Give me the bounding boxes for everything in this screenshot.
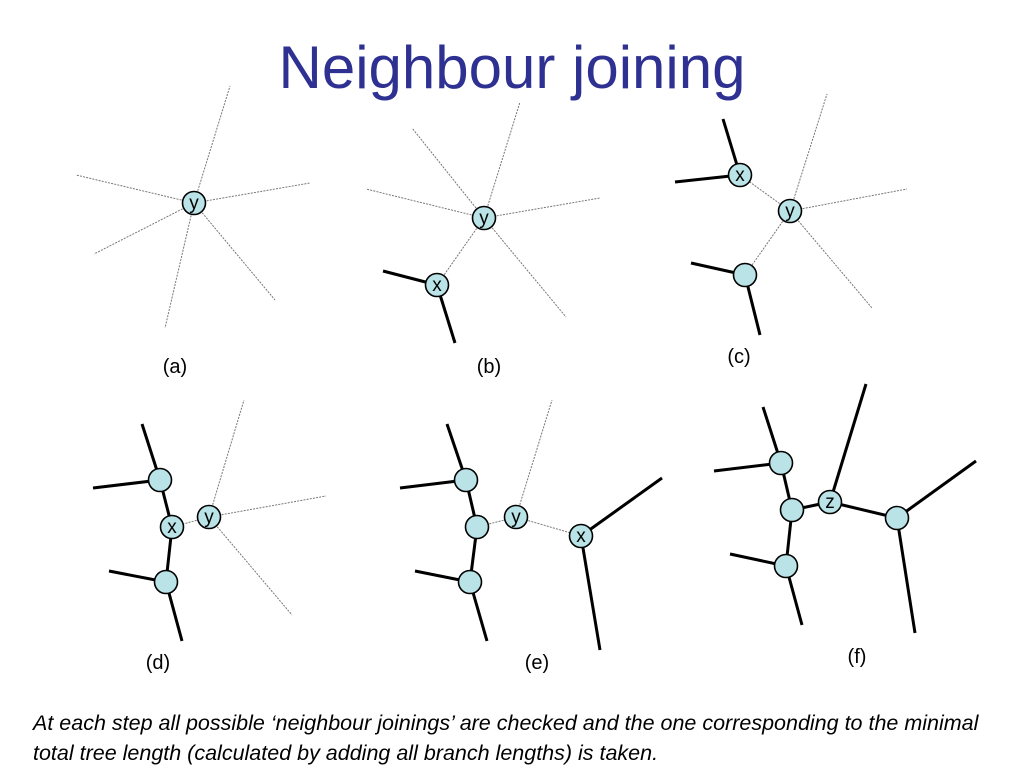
tree-node [153, 569, 179, 595]
node-label: z [825, 492, 835, 513]
unresolved-branch [436, 217, 485, 286]
panel-d: x y (d) [92, 399, 327, 674]
tree-node [424, 272, 450, 298]
panel-c: x y (c) [674, 93, 908, 368]
tree-node [773, 553, 799, 579]
unresolved-branch [365, 188, 485, 219]
tree-node [779, 497, 805, 523]
panel-label: (e) [525, 652, 549, 674]
tree-node [457, 569, 483, 595]
unresolved-branch [164, 202, 195, 329]
slide-caption: At each step all possible ‘neighbour joi… [33, 711, 979, 765]
panel-f: z (f) [713, 383, 977, 668]
node-label: y [204, 507, 214, 528]
node-label: x [576, 526, 586, 547]
slide-title: Neighbour joining [278, 34, 746, 101]
panel-label: (a) [163, 356, 187, 378]
joined-branch [580, 476, 663, 538]
unresolved-branch [483, 217, 567, 318]
panel-label: (f) [848, 646, 867, 668]
joined-branch [896, 459, 977, 520]
unresolved-branch [208, 495, 327, 518]
tree-node [464, 514, 490, 540]
panel-e: y x (e) [399, 399, 663, 674]
panel-label: (b) [477, 356, 501, 378]
tree-node [732, 262, 758, 288]
joined-branch [828, 383, 868, 503]
tree-node [196, 504, 222, 530]
tree-node [471, 205, 497, 231]
panel-b: y x (b) [365, 101, 601, 378]
unresolved-branch [515, 399, 553, 518]
tree-node [181, 190, 207, 216]
joined-branch [895, 517, 917, 634]
tree-node [884, 505, 910, 531]
node-label: y [511, 507, 521, 528]
node-label: y [479, 208, 489, 229]
tree-node [817, 489, 843, 515]
unresolved-branch [789, 210, 873, 309]
tree-node [768, 450, 794, 476]
node-label: y [189, 193, 199, 214]
joined-branch [579, 535, 602, 651]
tree-node [159, 514, 185, 540]
unresolved-branch [193, 182, 311, 204]
unresolved-branch [789, 93, 828, 212]
unresolved-branch [208, 399, 245, 518]
unresolved-branch [75, 174, 195, 204]
panel-a: y (a) [75, 85, 311, 378]
unresolved-branch [208, 516, 293, 616]
unresolved-branch [483, 101, 521, 219]
node-label: x [432, 275, 442, 296]
unresolved-branch [744, 210, 791, 276]
unresolved-branch [193, 85, 231, 204]
tree-node [503, 504, 529, 530]
unresolved-branch [193, 202, 276, 301]
unresolved-branch [411, 127, 485, 219]
tree-node [147, 467, 173, 493]
node-label: x [167, 517, 177, 538]
panel-label: (c) [727, 346, 750, 368]
panel-label: (d) [146, 652, 170, 674]
tree-node [568, 523, 594, 549]
tree-node [727, 162, 753, 188]
neighbour-joining-diagram: y (a) y x (b) x y (c) x y (d) y x (e) z (f) [75, 85, 977, 674]
unresolved-branch [789, 188, 908, 212]
node-label: x [735, 165, 745, 186]
node-label: y [785, 201, 795, 222]
unresolved-branch [93, 202, 195, 255]
tree-node [453, 467, 479, 493]
tree-node [777, 198, 803, 224]
unresolved-branch [483, 197, 601, 219]
